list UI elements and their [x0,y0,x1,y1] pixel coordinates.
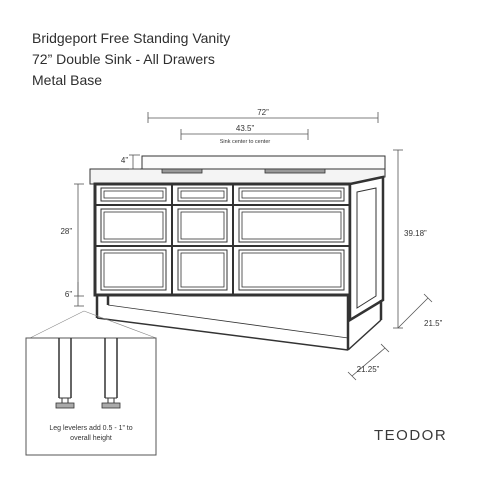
label-leg-height: 6” [65,290,72,299]
detail-callout: Leg levelers add 0.5 - 1” to overall hei… [25,310,157,456]
backsplash [141,155,386,170]
detail-note-line1: Leg levelers add 0.5 - 1” to [49,425,132,432]
drawer-right-bottom [238,249,345,291]
leg-detail-left [55,338,75,409]
title-line-1: Bridgeport Free Standing Vanity [32,30,231,46]
metal-base [95,295,383,350]
label-backsplash: 4” [121,156,128,165]
label-overall-height: 39.18” [404,229,427,238]
drawer-right-mid [238,208,345,243]
dim-bottom-depth [347,343,390,381]
label-side-depth: 21.5” [424,319,443,328]
drawer-left-bottom [100,249,167,291]
countertop [89,168,386,185]
dim-leg-height [74,282,84,307]
left-sink-slot [161,168,203,174]
front-frame [93,182,352,297]
vanity [89,155,386,351]
drawer-middle-mid [177,208,228,243]
title-line-2: 72” Double Sink - All Drawers [32,51,215,67]
dim-sink-spacing [180,129,309,140]
label-sink-spacing: 43.5” [236,124,255,133]
label-bottom-depth: 21.25” [357,365,380,374]
drawer-middle-bottom [177,249,228,291]
title-line-3: Metal Base [32,72,103,88]
drawer-left-mid [100,208,167,243]
label-sink-spacing-note: Sink center to center [220,139,271,145]
drawer-left-top [100,187,167,202]
right-sink-slot [264,168,326,174]
dim-cabinet-height [74,183,84,297]
dim-overall-width [147,112,379,123]
label-cabinet-height: 28” [60,227,72,236]
dim-overall-height [393,149,403,329]
dim-side-depth [397,293,433,329]
detail-note-line2: overall height [70,435,112,442]
brand-logo: TEODOR [374,427,448,444]
detail-box [25,337,157,456]
dim-backsplash [129,154,140,170]
drawer-right-top [238,187,345,202]
drawer-middle-top [177,187,228,202]
label-overall-width: 72” [257,108,269,117]
leg-detail-right [101,338,121,409]
